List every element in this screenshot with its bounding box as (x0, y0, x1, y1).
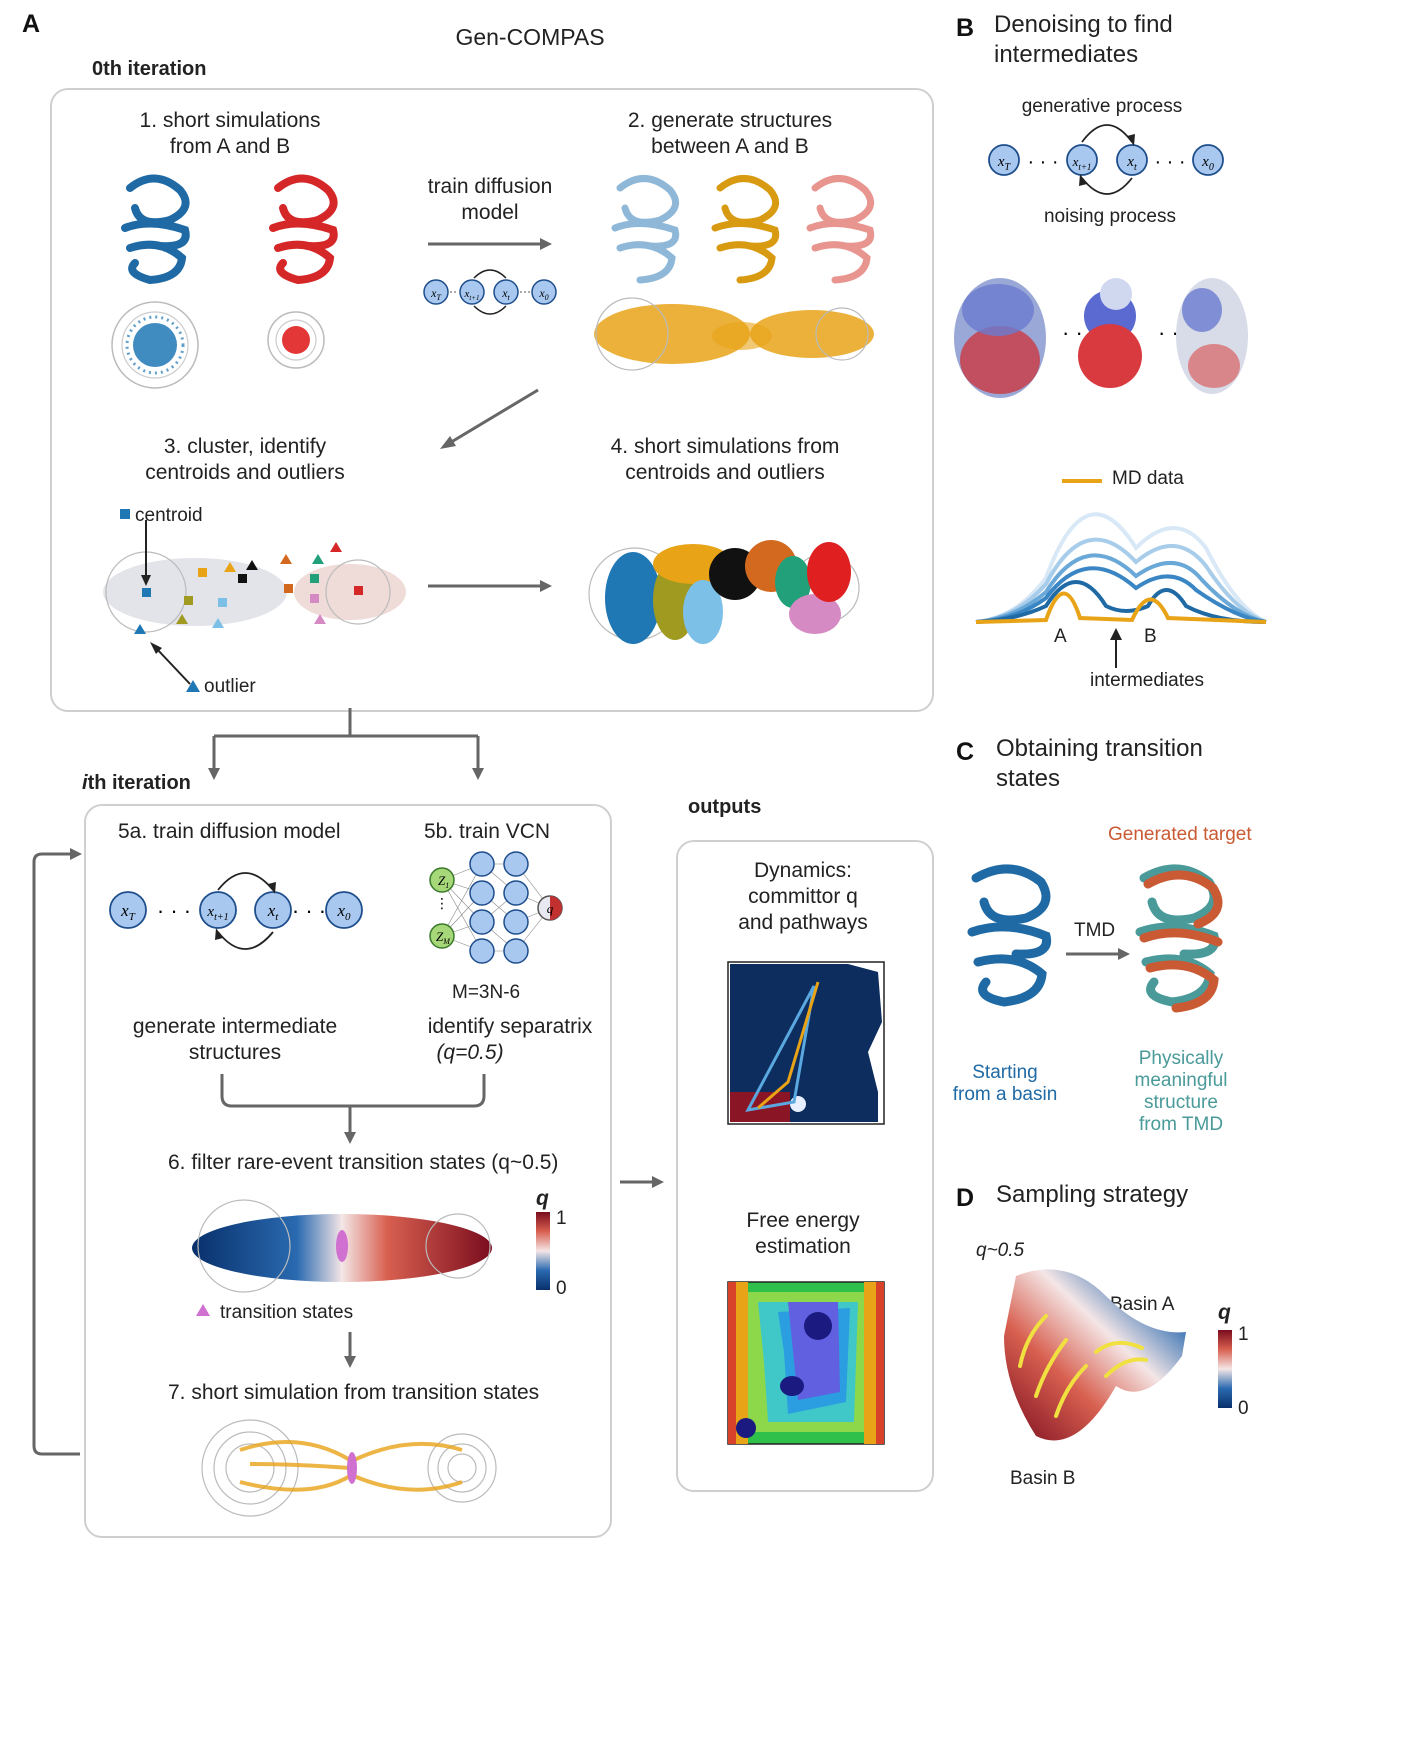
panel-a-letter: A (22, 10, 41, 38)
generative-process-label: generative process (1021, 96, 1183, 117)
generated-structures (611, 175, 875, 284)
step3-label: 3. cluster, identify centroids and outli… (145, 435, 345, 484)
svg-text:q: q (547, 901, 554, 916)
arrow-diagonal (440, 388, 539, 449)
protein-b-red (269, 174, 338, 285)
panel-c-title: Obtaining transition states (996, 735, 1203, 792)
q-half-label: (q=0.5) (436, 1041, 504, 1064)
fork-connector (208, 708, 484, 780)
arrow-to-outputs (620, 1176, 664, 1188)
outputs-label: outputs (688, 796, 762, 818)
target-protein (1135, 864, 1223, 1013)
gen-compas-title: Gen-COMPAS (455, 24, 605, 50)
q-colorbar-label: q (536, 1187, 549, 1210)
step7-label: 7. short simulation from transition stat… (168, 1381, 540, 1404)
free-energy-map (727, 1281, 885, 1445)
panel-d-colorbar (1218, 1330, 1232, 1408)
q-half-surface-label: q~0.5 (976, 1240, 1025, 1261)
panel-d-title: Sampling strategy (996, 1181, 1189, 1208)
svg-text:⋮: ⋮ (435, 895, 449, 911)
density-curves (975, 512, 1267, 624)
panel-d-q-max: 1 (1238, 1324, 1249, 1345)
density-a-label: A (1054, 626, 1067, 647)
merge-connector (220, 1074, 486, 1144)
committor-scatter (192, 1199, 492, 1293)
dynamics-label: Dynamics: committor q and pathways (738, 859, 868, 934)
transition-states-label: transition states (220, 1302, 354, 1323)
starting-protein (967, 864, 1052, 1007)
svg-text:xt: xt (501, 286, 510, 302)
transition-state-marker (196, 1304, 210, 1316)
q-colorbar-min: 0 (556, 1278, 567, 1299)
step1-label: 1. short simulations from A and B (139, 109, 321, 158)
m-equation: M=3N-6 (452, 982, 521, 1003)
protein-a-blue (121, 174, 190, 285)
centroid-marker (120, 509, 130, 519)
ith-rest: th iteration (87, 772, 191, 794)
tmd-arrow (1066, 948, 1130, 960)
basin-b-scatter (267, 311, 325, 369)
iteration-0-label: 0th iteration (92, 58, 207, 80)
svg-text:xt: xt (1126, 154, 1137, 173)
svg-text:x0: x0 (538, 286, 548, 302)
intermediates-arrow (1110, 628, 1122, 668)
physically-meaningful-label: Physically meaningful structure from TMD (1134, 1048, 1228, 1135)
svg-text:· · ·: · · · (1027, 151, 1058, 173)
svg-text:· · ·: · · · (157, 898, 191, 923)
panel-b-letter: B (956, 14, 975, 42)
panel-c-letter: C (956, 738, 975, 766)
small-diffusion-chain: xT xt+1 xt x0 (423, 269, 557, 315)
md-data-label: MD data (1112, 468, 1184, 489)
free-energy-surface (1004, 1269, 1186, 1441)
step4-label: 4. short simulations from centroids and … (610, 435, 840, 484)
q-colorbar (536, 1212, 550, 1290)
panel-d-letter: D (956, 1184, 975, 1212)
step5b-label: 5b. train VCN (424, 820, 551, 843)
panel-b-title: Denoising to find intermediates (994, 11, 1173, 68)
panel-b-chain: · · · · · · xT xt+1 xt x0 (988, 124, 1224, 195)
svg-text:Z1: Z1 (438, 873, 449, 890)
cluster-scatter (103, 520, 406, 685)
train-diffusion-label: train diffusion model (427, 175, 553, 224)
panel-d-q-label: q (1218, 1301, 1231, 1324)
arrow-train (428, 238, 552, 250)
q-colorbar-max: 1 (556, 1208, 567, 1229)
step6-label: 6. filter rare-event transition states (… (168, 1151, 559, 1174)
arrow-6-7 (344, 1332, 356, 1368)
md-legend-line (1062, 479, 1102, 483)
generate-intermediate-label: generate intermediate structures (132, 1015, 338, 1064)
cluster-simulations (588, 540, 860, 644)
outlier-marker (186, 680, 200, 692)
starting-basin-label: Starting from a basin (952, 1062, 1058, 1105)
free-energy-label: Free energy estimation (746, 1209, 860, 1258)
generated-target-label: Generated target (1108, 824, 1252, 845)
basin-a-label: Basin A (1110, 1294, 1175, 1315)
vcn-network: ⋮ Z1 ZM q (429, 851, 563, 964)
generated-scatter-band (594, 297, 874, 371)
committor-map (727, 961, 885, 1125)
identify-separatrix-label: identify separatrix (427, 1015, 593, 1038)
panel-d-q-min: 0 (1238, 1398, 1249, 1419)
step5a-label: 5a. train diffusion model (118, 820, 341, 843)
diffusion-chain: · · · · · · xT xt+1 xt x0 (109, 872, 363, 950)
basin-b-label: Basin B (1010, 1468, 1076, 1489)
loop-back-arrow (32, 848, 82, 1456)
ith-i: i (82, 772, 88, 794)
centroid-label: centroid (135, 505, 203, 526)
svg-text:· · ·: · · · (1154, 151, 1185, 173)
intermediates-label: intermediates (1090, 670, 1205, 691)
arrow-3-4 (428, 580, 552, 592)
svg-text:· · ·: · · · (292, 898, 326, 923)
denoising-structures: · · · · · · (954, 278, 1248, 398)
ith-iteration-label: ith iteration (82, 770, 191, 796)
svg-text:xT: xT (430, 286, 441, 302)
tmd-label: TMD (1074, 920, 1116, 941)
outlier-label: outlier (204, 676, 256, 697)
noising-process-label: noising process (1043, 206, 1177, 227)
density-b-label: B (1144, 626, 1157, 647)
basin-a-scatter (111, 301, 199, 389)
transition-simulations (201, 1419, 497, 1517)
step2-label: 2. generate structures between A and B (627, 109, 833, 158)
